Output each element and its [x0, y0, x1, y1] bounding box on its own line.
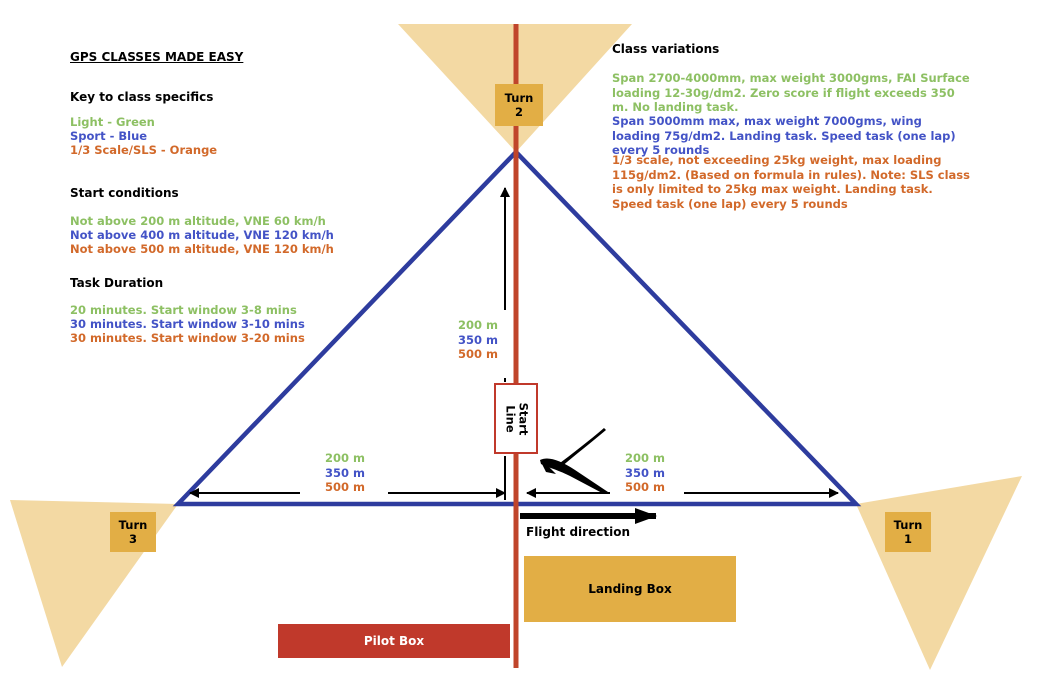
glider-icon [540, 428, 608, 494]
left-distance-labels: 200 m 350 m 500 m [320, 451, 370, 495]
right-distance-labels: 200 m 350 m 500 m [620, 451, 670, 495]
turn-1-label: Turn 1 [885, 512, 931, 552]
start-conditions-scale: Not above 500 m altitude, VNE 120 km/h [70, 242, 334, 256]
flight-direction-label: Flight direction [526, 525, 630, 539]
altitude-sport: 350 m [458, 332, 498, 347]
pilot-box: Pilot Box [278, 624, 510, 658]
key-heading: Key to class specifics [70, 90, 214, 104]
start-conditions-sport: Not above 400 m altitude, VNE 120 km/h [70, 228, 334, 242]
start-line-word2: Line [503, 404, 517, 433]
left-distance-light: 200 m [325, 451, 365, 465]
start-line-word1: Start [516, 402, 530, 435]
task-duration-light: 20 minutes. Start window 3-8 mins [70, 303, 297, 317]
pilot-box-label: Pilot Box [363, 634, 425, 648]
right-distance-light: 200 m [625, 451, 665, 465]
turn-2-label: Turn 2 [495, 84, 543, 126]
class-variations-light: Span 2700-4000mm, max weight 3000gms, FA… [612, 71, 970, 114]
turn-3-word: Turn [118, 518, 148, 532]
class-variations-sport: Span 5000mm max, max weight 7000gms, win… [612, 114, 956, 157]
page-title: GPS CLASSES MADE EASY [70, 50, 244, 64]
right-distance-scale: 500 m [625, 480, 665, 494]
turn-1-number: 1 [903, 532, 912, 546]
turn-3-label: Turn 3 [110, 512, 156, 552]
left-distance-sport: 350 m [325, 465, 365, 480]
key-sport: Sport - Blue [70, 129, 148, 143]
key-light: Light - Green [70, 115, 155, 129]
altitude-scale: 500 m [458, 347, 498, 361]
start-conditions-light: Not above 200 m altitude, VNE 60 km/h [70, 214, 326, 228]
key-scale: 1/3 Scale/SLS - Orange [70, 143, 218, 157]
landing-box-label: Landing Box [588, 582, 672, 596]
landing-box: Landing Box [524, 556, 736, 622]
start-conditions-heading: Start conditions [70, 186, 179, 200]
task-duration-heading: Task Duration [70, 276, 164, 290]
class-variations-scale: 1/3 scale, not exceeding 25kg weight, ma… [612, 153, 970, 211]
start-line-box: Start Line [494, 383, 538, 454]
turn-2-number: 2 [514, 105, 523, 119]
turn-3-number: 3 [128, 532, 137, 546]
class-variations-heading: Class variations [612, 42, 720, 56]
start-line-label: Start Line [503, 402, 530, 435]
turn-1-word: Turn [893, 518, 923, 532]
right-distance-sport: 350 m [625, 465, 665, 480]
left-distance-scale: 500 m [325, 480, 365, 494]
task-duration-sport: 30 minutes. Start window 3-10 mins [70, 317, 305, 331]
altitude-light: 200 m [458, 318, 498, 332]
turn-1-zone [856, 476, 1022, 670]
altitude-distance-labels: 200 m 350 m 500 m [456, 318, 500, 362]
turn-2-word: Turn [504, 91, 534, 105]
task-duration-scale: 30 minutes. Start window 3-20 mins [70, 331, 305, 345]
